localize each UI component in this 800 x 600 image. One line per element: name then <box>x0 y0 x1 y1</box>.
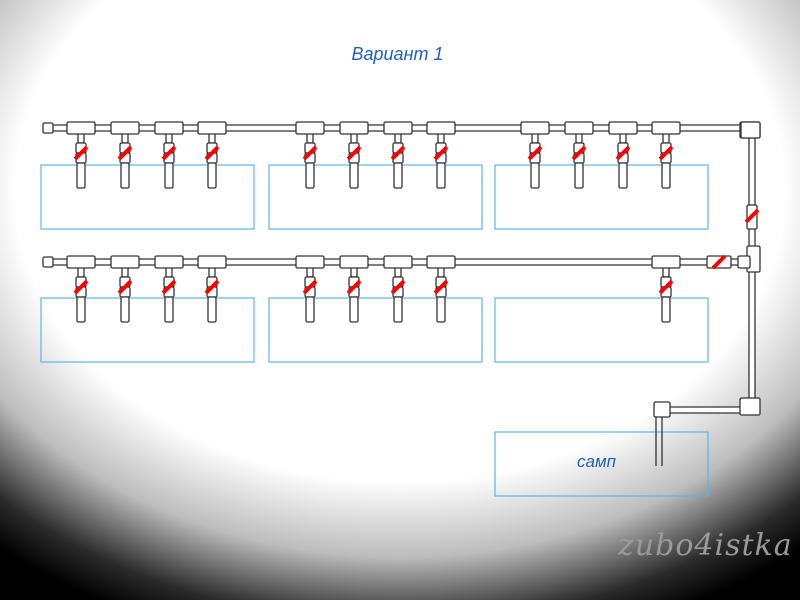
tee-fitting <box>154 255 184 269</box>
drop-pipe <box>207 162 217 189</box>
valve-handle <box>346 145 362 161</box>
drop-pipe <box>393 296 403 323</box>
valve-handle <box>527 145 543 161</box>
tee-fitting <box>197 121 227 135</box>
drop-pipe <box>164 296 174 323</box>
tank-1-3 <box>494 164 709 230</box>
drop-pipe <box>76 162 86 189</box>
tee-fitting <box>383 255 413 269</box>
riser-valve-handle <box>744 208 760 224</box>
tee-fitting <box>426 255 456 269</box>
tee-fitting <box>197 255 227 269</box>
tee-fitting <box>426 121 456 135</box>
drop-pipe <box>530 162 540 189</box>
drop-pipe <box>661 296 671 323</box>
drop-pipe <box>164 162 174 189</box>
tee-fitting <box>295 255 325 269</box>
tee-fitting <box>66 121 96 135</box>
drop-pipe <box>349 296 359 323</box>
tee-fitting <box>520 121 550 135</box>
tank-1-2 <box>268 164 483 230</box>
tank-1-1 <box>40 164 255 230</box>
drop-pipe <box>120 162 130 189</box>
valve-handle <box>390 279 406 295</box>
valve-handle <box>433 145 449 161</box>
valve-handle <box>73 145 89 161</box>
elbow-fitting-bottom <box>739 397 761 416</box>
valve-handle <box>346 279 362 295</box>
elbow-fitting-top <box>740 121 761 139</box>
valve-handle <box>161 279 177 295</box>
drop-pipe <box>305 296 315 323</box>
drop-pipe <box>120 296 130 323</box>
tee-fitting <box>339 121 369 135</box>
valve-handle <box>658 279 674 295</box>
drop-pipe <box>574 162 584 189</box>
diagram-title: Вариант 1 <box>351 44 444 64</box>
valve-handle <box>117 279 133 295</box>
sump-label: самп <box>577 452 616 471</box>
tee-fitting <box>110 121 140 135</box>
tee-fitting <box>564 121 594 135</box>
elbow-fitting-sump <box>653 401 671 418</box>
tee-fitting <box>651 255 681 269</box>
watermark-logo: zubo4istka <box>618 528 793 563</box>
sump-tank <box>494 431 709 497</box>
valve-handle <box>204 145 220 161</box>
valve-handle <box>658 145 674 161</box>
drop-pipe <box>661 162 671 189</box>
tank-2-3 <box>494 297 709 363</box>
tee-fitting <box>295 121 325 135</box>
pipe-cap-row-2 <box>42 256 54 268</box>
tee-fitting <box>651 121 681 135</box>
valve-handle <box>433 279 449 295</box>
return-pipe <box>659 406 753 414</box>
valve-handle <box>204 279 220 295</box>
drop-pipe <box>393 162 403 189</box>
drop-pipe <box>436 162 446 189</box>
tee-fitting-riser <box>737 255 751 269</box>
tank-2-1 <box>40 297 255 363</box>
valve-handle <box>390 145 406 161</box>
valve-handle <box>161 145 177 161</box>
tee-fitting <box>154 121 184 135</box>
valve-handle <box>73 279 89 295</box>
pipe-cap-row-1 <box>42 122 54 134</box>
row2-feed-valve-handle <box>711 254 727 270</box>
valve-handle <box>117 145 133 161</box>
drop-pipe <box>349 162 359 189</box>
valve-handle <box>571 145 587 161</box>
tee-fitting <box>383 121 413 135</box>
drop-pipe <box>207 296 217 323</box>
tank-2-2 <box>268 297 483 363</box>
tee-fitting <box>110 255 140 269</box>
valve-handle <box>302 279 318 295</box>
tee-fitting <box>66 255 96 269</box>
drop-pipe <box>76 296 86 323</box>
drop-pipe <box>618 162 628 189</box>
drop-pipe <box>305 162 315 189</box>
valve-handle <box>302 145 318 161</box>
tee-fitting <box>608 121 638 135</box>
tee-fitting <box>339 255 369 269</box>
drop-pipe <box>436 296 446 323</box>
valve-handle <box>615 145 631 161</box>
